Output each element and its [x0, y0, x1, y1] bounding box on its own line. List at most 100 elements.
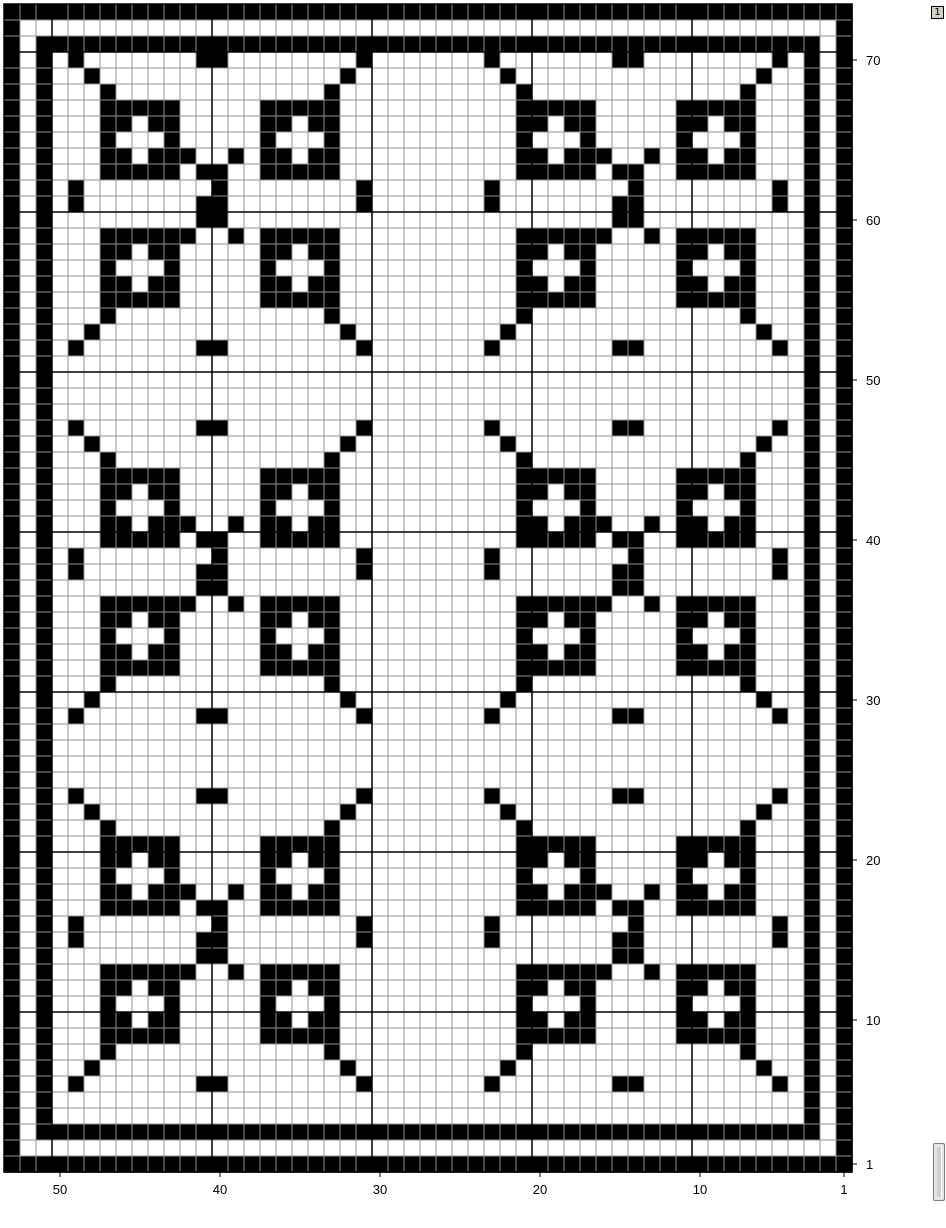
filled-cell [692, 644, 708, 660]
filled-cell [4, 660, 20, 676]
filled-cell [164, 132, 180, 148]
filled-cell [36, 596, 52, 612]
filled-cell [740, 852, 756, 868]
filled-cell [836, 964, 852, 980]
filled-cell [292, 900, 308, 916]
filled-cell [580, 964, 596, 980]
filled-cell [84, 4, 100, 20]
filled-cell [276, 276, 292, 292]
filled-cell [148, 964, 164, 980]
filled-cell [340, 1124, 356, 1140]
bottom-button[interactable] [933, 1143, 945, 1201]
filled-cell [308, 836, 324, 852]
filled-cell [580, 644, 596, 660]
filled-cell [340, 4, 356, 20]
filled-cell [836, 692, 852, 708]
filled-cell [676, 36, 692, 52]
filled-cell [836, 516, 852, 532]
filled-cell [500, 1060, 516, 1076]
filled-cell [4, 1140, 20, 1156]
filled-cell [4, 756, 20, 772]
filled-cell [820, 1156, 836, 1172]
filled-cell [836, 148, 852, 164]
filled-cell [324, 996, 340, 1012]
filled-cell [516, 596, 532, 612]
filled-cell [36, 484, 52, 500]
filled-cell [100, 244, 116, 260]
filled-cell [516, 292, 532, 308]
filled-cell [612, 4, 628, 20]
filled-cell [420, 36, 436, 52]
filled-cell [276, 900, 292, 916]
filled-cell [580, 468, 596, 484]
filled-cell [724, 164, 740, 180]
filled-cell [36, 36, 52, 52]
filled-cell [148, 836, 164, 852]
filled-cell [724, 244, 740, 260]
filled-cell [836, 900, 852, 916]
filled-cell [804, 228, 820, 244]
filled-cell [804, 4, 820, 20]
filled-cell [580, 900, 596, 916]
filled-cell [564, 660, 580, 676]
filled-cell [4, 276, 20, 292]
filled-cell [708, 1028, 724, 1044]
filled-cell [532, 244, 548, 260]
filled-cell [324, 628, 340, 644]
filled-cell [308, 1156, 324, 1172]
filled-cell [308, 4, 324, 20]
filled-cell [164, 980, 180, 996]
filled-cell [308, 1028, 324, 1044]
filled-cell [564, 1028, 580, 1044]
filled-cell [772, 1076, 788, 1092]
filled-cell [836, 996, 852, 1012]
filled-cell [628, 196, 644, 212]
filled-cell [724, 596, 740, 612]
filled-cell [180, 884, 196, 900]
filled-cell [260, 292, 276, 308]
filled-cell [804, 212, 820, 228]
filled-cell [692, 900, 708, 916]
filled-cell [532, 116, 548, 132]
filled-cell [532, 884, 548, 900]
filled-cell [804, 84, 820, 100]
filled-cell [372, 1124, 388, 1140]
filled-cell [36, 308, 52, 324]
filled-cell [788, 1156, 804, 1172]
filled-cell [516, 84, 532, 100]
filled-cell [276, 4, 292, 20]
filled-cell [276, 244, 292, 260]
filled-cell [324, 1124, 340, 1140]
filled-cell [100, 996, 116, 1012]
filled-cell [308, 484, 324, 500]
filled-cell [676, 1124, 692, 1140]
filled-cell [260, 148, 276, 164]
filled-cell [36, 564, 52, 580]
filled-cell [308, 532, 324, 548]
filled-cell [836, 500, 852, 516]
filled-cell [388, 36, 404, 52]
filled-cell [804, 68, 820, 84]
filled-cell [36, 932, 52, 948]
filled-cell [804, 436, 820, 452]
filled-cell [148, 884, 164, 900]
filled-cell [100, 468, 116, 484]
filled-cell [484, 548, 500, 564]
filled-cell [4, 180, 20, 196]
filled-cell [580, 1028, 596, 1044]
filled-cell [388, 1124, 404, 1140]
filled-cell [548, 1028, 564, 1044]
filled-cell [100, 820, 116, 836]
filled-cell [564, 852, 580, 868]
filled-cell [676, 1012, 692, 1028]
filled-cell [596, 516, 612, 532]
top-button[interactable]: 1 [931, 6, 944, 19]
filled-cell [628, 564, 644, 580]
filled-cell [836, 404, 852, 420]
filled-cell [580, 228, 596, 244]
filled-cell [708, 4, 724, 20]
filled-cell [308, 596, 324, 612]
filled-cell [772, 36, 788, 52]
filled-cell [212, 420, 228, 436]
filled-cell [36, 1028, 52, 1044]
